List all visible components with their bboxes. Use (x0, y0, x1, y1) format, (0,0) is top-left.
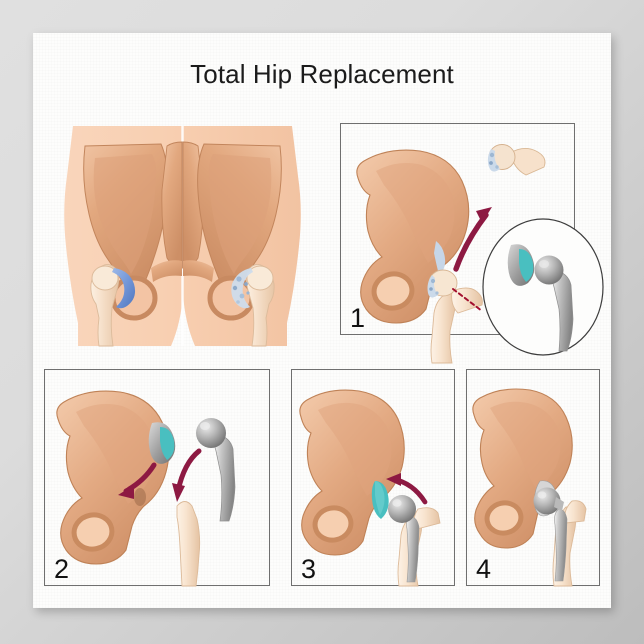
panel4-femur-proximal (564, 500, 587, 524)
inset-femoral-stem (534, 255, 574, 352)
panel3-stem-in-femur (406, 516, 420, 583)
panel3-ball-head (388, 495, 416, 523)
right-ilium-shading (208, 154, 272, 274)
left-femoral-head (91, 265, 119, 291)
osteotomy-cut-line (452, 288, 483, 312)
panel4-ilium-shading (490, 401, 561, 490)
panel3-ball-highlight (392, 499, 402, 507)
left-cartilage-healthy (112, 268, 136, 309)
inset-acetabular-cup (507, 244, 535, 286)
panel2-acetabular-cup (148, 422, 176, 464)
panel1-head-cartilage-damaged (427, 275, 439, 298)
panel-step-2[interactable]: 2 (44, 369, 270, 586)
implant-components-inset (482, 218, 604, 356)
page-title: Total Hip Replacement (190, 59, 454, 89)
panel4-obturator-foramen (484, 500, 524, 536)
panel3-ilium-shading (318, 402, 392, 496)
panel4-stem-in-femur (554, 508, 568, 582)
panel1-acetabular-cartilage (434, 241, 446, 275)
panel-number-3: 3 (301, 554, 317, 584)
panel1-ilium-shading (376, 163, 455, 263)
panel-step-3[interactable]: 3 (291, 369, 455, 586)
panel2-reamed-socket (134, 488, 146, 506)
panel2-cup-arrow (118, 462, 157, 499)
panel2-ilium-shading (76, 404, 155, 504)
panel-step-4[interactable]: 4 (466, 369, 600, 586)
right-cartilage-arthritic (231, 268, 253, 309)
panel-number-4: 4 (476, 554, 492, 584)
panel-1-figure (340, 123, 618, 364)
panel-4-figure (466, 369, 600, 587)
panel3-reduction-arrow (386, 473, 428, 505)
panel1-removal-arrow (453, 207, 492, 272)
panel3-obturator-foramen (312, 505, 354, 543)
panel2-femur-stump (176, 501, 201, 587)
panel4-articulated-joint (533, 480, 561, 517)
panel-number-1: 1 (350, 303, 366, 333)
panel-3-figure (291, 369, 455, 587)
removed-femoral-head (487, 144, 546, 176)
panel1-femur-shaft (430, 292, 457, 364)
panel2-stem-arrow (172, 448, 202, 502)
panel-number-2: 2 (54, 554, 70, 584)
panel3-cup-highlight (375, 481, 385, 515)
left-ilium-shading (93, 154, 157, 274)
panel4-stem-neck (554, 497, 564, 511)
panel-2-figure (44, 369, 270, 587)
panel1-obturator-foramen (371, 271, 415, 311)
poster-sheet: Total Hip Replacement (33, 33, 611, 608)
right-pubic-ramus (183, 260, 214, 282)
panel2-obturator-foramen (71, 512, 115, 552)
panel3-femur-proximal (413, 507, 441, 530)
right-femoral-head (246, 265, 274, 291)
pelvis-overview-figure (55, 118, 310, 353)
left-pubic-ramus (151, 260, 182, 282)
panel2-femoral-stem (196, 418, 236, 522)
